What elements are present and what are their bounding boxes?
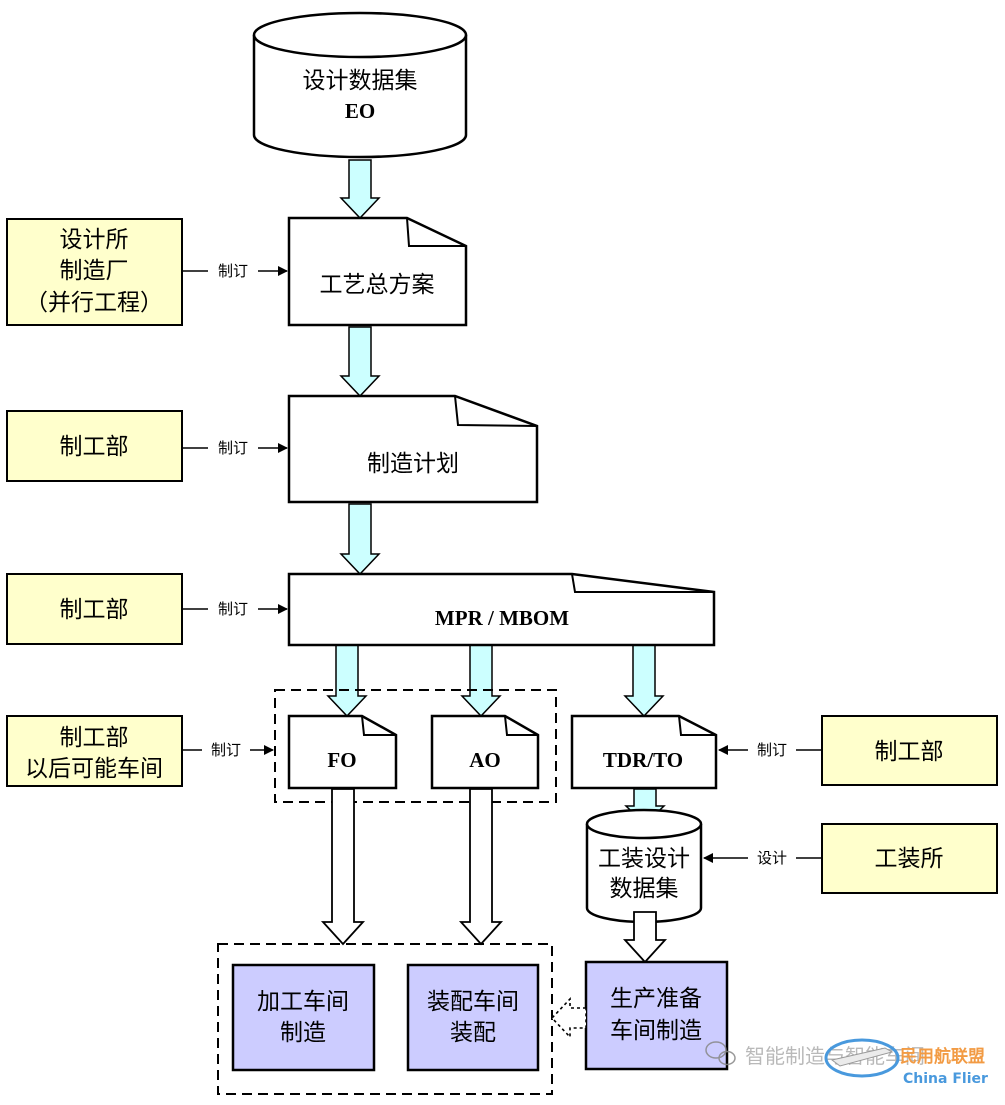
mpr-mbom-document: MPR / MBOM (287, 572, 716, 647)
flow-arrow-plan-to-mfgplan (339, 326, 381, 398)
tooling-dataset-line1: 工装设计 (598, 846, 690, 871)
design-dataset-title: 设计数据集 (303, 68, 418, 93)
ao-label: AO (469, 748, 501, 772)
mfg-plan-label: 制造计划 (367, 451, 459, 476)
flow-arrow-mpr-to-fo (326, 644, 368, 718)
mfg-plan-document: 制造计划 (287, 394, 539, 504)
output-assembly-workshop: 装配车间 装配 (406, 963, 540, 1072)
left-source-mfg-dept-1: 制工部 (6, 410, 183, 482)
connector-right-2: 设计 (703, 850, 822, 867)
connector-left-2: 制订 (182, 440, 288, 457)
left-source-2-line1: 制工部 (60, 434, 129, 459)
tooling-dataset-cylinder: 工装设计 数据集 (585, 808, 703, 924)
watermark: 智能制造与智能车间 民用航联盟 China Flier (705, 1038, 988, 1087)
tdr-to-document: TDR/TO (570, 714, 718, 790)
output-prep-line2: 车间制造 (610, 1018, 702, 1043)
process-plan-label: 工艺总方案 (320, 272, 435, 297)
connector-right-2-label: 设计 (757, 850, 787, 867)
connector-left-4-label: 制订 (211, 742, 241, 759)
right-source-1-line1: 制工部 (875, 739, 944, 764)
left-source-mfg-dept-workshop: 制工部 以后可能车间 (6, 715, 183, 787)
mpr-mbom-label: MPR / MBOM (435, 606, 569, 630)
dotted-arrow-prep-to-workshops (550, 996, 587, 1040)
flow-arrow-dataset-to-plan (339, 159, 381, 220)
left-source-1-line2: 制造厂 (60, 258, 129, 283)
connector-right-1: 制订 (718, 742, 822, 759)
hollow-arrow-fo-to-machining (320, 788, 366, 946)
left-source-4-line2: 以后可能车间 (25, 756, 163, 781)
connector-left-4: 制订 (182, 742, 274, 759)
right-source-mfg-dept: 制工部 (821, 715, 998, 786)
hollow-arrow-ao-to-assembly (458, 788, 504, 946)
output-production-prep-workshop: 生产准备 车间制造 (584, 960, 729, 1071)
connector-left-3-label: 制订 (218, 601, 248, 618)
flow-arrow-mfgplan-to-mpr (339, 503, 381, 576)
right-source-tooling-institute: 工装所 (821, 823, 998, 894)
hollow-arrow-tooling-to-prep (622, 911, 668, 964)
tooling-dataset-line2: 数据集 (610, 876, 679, 901)
left-source-1-line3: （并行工程） (25, 290, 163, 315)
left-source-mfg-dept-2: 制工部 (6, 573, 183, 645)
output-machining-line1: 加工车间 (257, 989, 349, 1014)
right-source-2-line1: 工装所 (875, 846, 944, 871)
workshops-dashed-group (217, 943, 553, 1095)
connector-left-1: 制订 (182, 263, 288, 280)
output-machining-workshop: 加工车间 制造 (231, 963, 376, 1072)
output-prep-line1: 生产准备 (610, 986, 702, 1011)
output-assembly-line2: 装配 (450, 1020, 496, 1045)
connector-left-3: 制订 (182, 601, 288, 618)
fo-ao-dashed-group (274, 689, 557, 803)
output-machining-line2: 制造 (280, 1020, 326, 1045)
fo-document: FO (287, 714, 398, 790)
left-source-1-line1: 设计所 (60, 227, 129, 252)
connector-left-2-label: 制订 (218, 440, 248, 457)
flow-arrow-mpr-to-ao (460, 644, 502, 718)
tdr-to-label: TDR/TO (603, 748, 683, 772)
connector-right-1-label: 制订 (757, 742, 787, 759)
wechat-icon (705, 1041, 736, 1066)
process-plan-document: 工艺总方案 (287, 216, 468, 327)
china-flier-logo-icon (824, 1038, 900, 1078)
connector-left-1-label: 制订 (218, 263, 248, 280)
left-source-3-line1: 制工部 (60, 597, 129, 622)
left-source-4-line1: 制工部 (60, 725, 129, 750)
ao-document: AO (430, 714, 540, 790)
output-assembly-line1: 装配车间 (427, 989, 519, 1014)
design-dataset-cylinder: 设计数据集 EO (252, 11, 468, 159)
fo-label: FO (327, 748, 356, 772)
design-dataset-eo: EO (345, 99, 375, 123)
watermark-logo-text: 民用航联盟 (900, 1046, 985, 1067)
flow-arrow-mpr-to-tdr (623, 644, 665, 718)
left-source-design-institute: 设计所 制造厂 （并行工程） (6, 218, 183, 326)
watermark-logo-sub: China Flier (903, 1071, 988, 1087)
